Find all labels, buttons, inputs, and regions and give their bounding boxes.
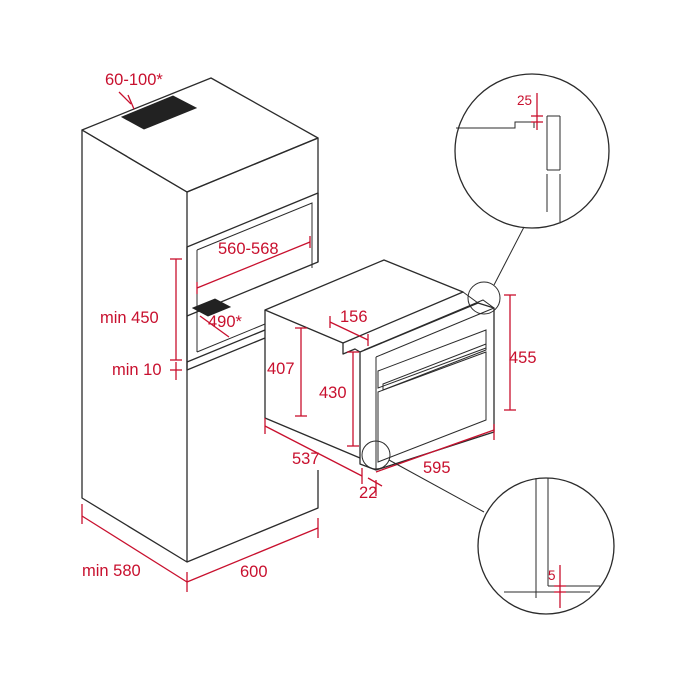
label-oven-front-height: 455 <box>509 349 537 367</box>
dimension-labels: 60-100* 560-568 490* min 450 min 10 min … <box>82 71 556 583</box>
label-niche-height: min 450 <box>100 309 159 327</box>
tall-cabinet <box>81 77 319 563</box>
label-oven-depth: 537 <box>292 450 320 468</box>
detail-top <box>454 73 610 315</box>
label-vent-bottom: 490* <box>208 313 243 331</box>
dimension-lines <box>81 91 516 592</box>
top-vent-slot <box>120 95 198 130</box>
label-vent-top: 60-100* <box>105 71 163 89</box>
label-oven-front-offset: 156 <box>340 308 368 326</box>
label-niche-width: 560-568 <box>218 240 279 258</box>
label-detail-bottom-gap: 5 <box>548 568 556 583</box>
detail-bottom <box>361 440 615 615</box>
label-front-thickness: 22 <box>359 484 377 502</box>
bottom-vent-slot <box>191 298 232 317</box>
label-shelf-gap: min 10 <box>112 361 162 379</box>
label-cabinet-width: 600 <box>240 563 268 581</box>
label-oven-width: 595 <box>423 459 451 477</box>
label-cabinet-depth: min 580 <box>82 562 141 580</box>
label-detail-top-gap: 25 <box>517 93 532 108</box>
label-oven-body-height: 407 <box>267 360 295 378</box>
label-oven-side-height: 430 <box>319 384 347 402</box>
oven <box>264 259 495 471</box>
